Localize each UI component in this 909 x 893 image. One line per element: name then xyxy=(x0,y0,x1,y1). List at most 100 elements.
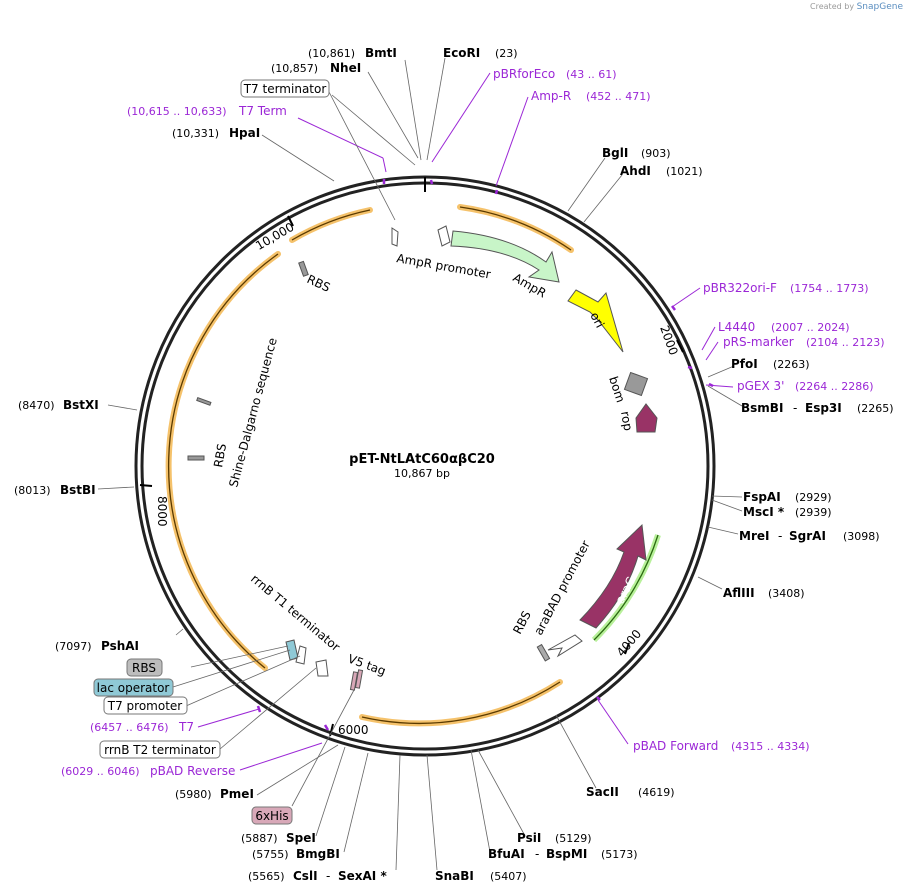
rrnb-t1-terminator-label: rrnB T1 terminator xyxy=(248,572,343,655)
t7-term-name: T7 Term xyxy=(238,104,287,118)
rbs-arabad-label: RBS xyxy=(510,609,534,637)
spei-name: SpeI xyxy=(286,831,316,845)
bmti-pos: (10,861) xyxy=(308,47,355,60)
his-label: 6xHis xyxy=(255,809,288,823)
t7-promoter-label-bg xyxy=(103,696,188,715)
rrnb-t2-label-bg xyxy=(99,740,221,759)
pbrforeco-name: pBRforEco xyxy=(493,67,555,81)
rop-arrow xyxy=(635,403,658,433)
msci-pos: (2939) xyxy=(795,506,832,519)
prs-marker-name: pRS-marker xyxy=(723,335,794,349)
csli-dash: - xyxy=(326,869,330,883)
pshai-name: PshAI xyxy=(101,639,139,653)
lac-operator-box xyxy=(285,639,299,661)
bstxi-name: BstXI xyxy=(63,398,99,412)
feature-leaders xyxy=(172,87,396,807)
bom-box xyxy=(623,371,649,397)
t7-primer-name: T7 xyxy=(178,720,194,734)
ahdi-name: AhdI xyxy=(620,164,651,178)
nhei-pos: (10,857) xyxy=(271,62,318,75)
bstbi-pos: (8013) xyxy=(14,484,51,497)
bmti-name: BmtI xyxy=(365,46,397,60)
tick-label-2000: 2000 xyxy=(657,324,681,357)
bsmbi-dash: - xyxy=(793,401,797,415)
msci-name: MscI * xyxy=(743,505,785,519)
bmgbi-name: BmgBI xyxy=(296,847,340,861)
rop-label: rop xyxy=(618,410,635,432)
sacii-name: SacII xyxy=(586,785,619,799)
fspai-pos: (2929) xyxy=(795,491,832,504)
enzyme-leaders xyxy=(97,57,743,871)
bstxi-pos: (8470) xyxy=(18,399,55,412)
pfoi-name: PfoI xyxy=(731,357,758,371)
ampr-arrow xyxy=(450,230,560,283)
rbs-box-label: RBS xyxy=(132,661,156,675)
hpai-name: HpaI xyxy=(229,126,260,140)
snabi-name: SnaBI xyxy=(435,869,474,883)
aflIII-pos: (3408) xyxy=(768,587,805,600)
rbs-left-lower-box xyxy=(187,455,205,461)
rbs-top-arrow xyxy=(391,227,399,247)
rbs-left-box xyxy=(298,260,309,277)
nhei-name: NheI xyxy=(330,61,361,75)
bsmbi-name: BsmBI xyxy=(741,401,783,415)
arac-orf-arc-center xyxy=(593,534,659,641)
l4440-pos: (2007 .. 2024) xyxy=(771,321,850,334)
bfuai-dash: - xyxy=(535,847,539,861)
bsmbi-pos: (2265) xyxy=(857,402,894,415)
his-label-bg xyxy=(251,806,293,825)
lac-operator-label-bg xyxy=(93,678,174,697)
tick-label-8000: 8000 xyxy=(155,496,169,527)
orf-arc-centers xyxy=(168,206,572,724)
esp3i-name: Esp3I xyxy=(805,401,842,415)
pbad-reverse-name: pBAD Reverse xyxy=(150,764,235,778)
ampr-promoter-label: AmpR promoter xyxy=(395,251,491,281)
rrnb-t1-arrow xyxy=(315,659,329,677)
bmgbi-pos: (5755) xyxy=(252,848,289,861)
ampr-promoter-arrow xyxy=(437,225,451,247)
ahdi-pos: (1021) xyxy=(666,165,703,178)
pshai-pos: (7097) xyxy=(55,640,92,653)
fspai-name: FspAI xyxy=(743,490,781,504)
shine-dalgarno-label: Shine-Dalgarno sequence xyxy=(226,336,279,488)
rbs-arabad-box xyxy=(536,643,551,662)
snabi-pos: (5407) xyxy=(490,870,527,883)
bom-label: bom xyxy=(606,375,628,405)
pbr322ori-f-name: pBR322ori-F xyxy=(703,281,777,295)
rrnb-t2-label: rrnB T2 terminator xyxy=(104,743,216,757)
pbrforeco-pos: (43 .. 61) xyxy=(566,68,617,81)
primer-marks xyxy=(256,179,714,731)
mrei-dash: - xyxy=(778,529,782,543)
sd-sequence-box xyxy=(196,397,212,406)
pbad-forward-name: pBAD Forward xyxy=(633,739,718,753)
t7-primer-pos: (6457 .. 6476) xyxy=(90,721,169,734)
bspmi-name: BspMI xyxy=(546,847,587,861)
l4440-name: L4440 xyxy=(718,320,755,334)
ori-label: ori xyxy=(587,310,607,330)
arabad-promoter-label: araBAD promoter xyxy=(531,538,593,637)
pbr322ori-f-pos: (1754 .. 1773) xyxy=(790,282,869,295)
hpai-pos: (10,331) xyxy=(172,127,219,140)
pfoi-pos: (2263) xyxy=(773,358,810,371)
bfuai-name: BfuAI xyxy=(488,847,525,861)
amp-r-pos: (452 .. 471) xyxy=(586,90,651,103)
psii-pos: (5129) xyxy=(555,832,592,845)
his-tag-box xyxy=(349,671,359,691)
psii-name: PsiI xyxy=(517,831,541,845)
aflIII-name: AflIII xyxy=(723,586,755,600)
csli-name: CslI xyxy=(293,869,318,883)
rbs-left-lower-label: RBS xyxy=(211,442,229,468)
mrei-pos: (3098) xyxy=(843,530,880,543)
pbad-forward-pos: (4315 .. 4334) xyxy=(731,740,810,753)
t7-promoter-arrow xyxy=(295,645,307,665)
t7-terminator-label: T7 terminator xyxy=(243,82,327,96)
rbs-box-label-bg xyxy=(126,658,163,677)
tick-label-4000: 4000 xyxy=(614,627,644,659)
v5-tag-box xyxy=(354,669,364,689)
ecori-pos: (23) xyxy=(495,47,518,60)
created-by-credit: Created by SnapGene xyxy=(810,2,903,12)
bfuai-pos: (5173) xyxy=(601,848,638,861)
pbad-reverse-pos: (6029 .. 6046) xyxy=(61,765,140,778)
arac-arrow xyxy=(579,523,647,629)
